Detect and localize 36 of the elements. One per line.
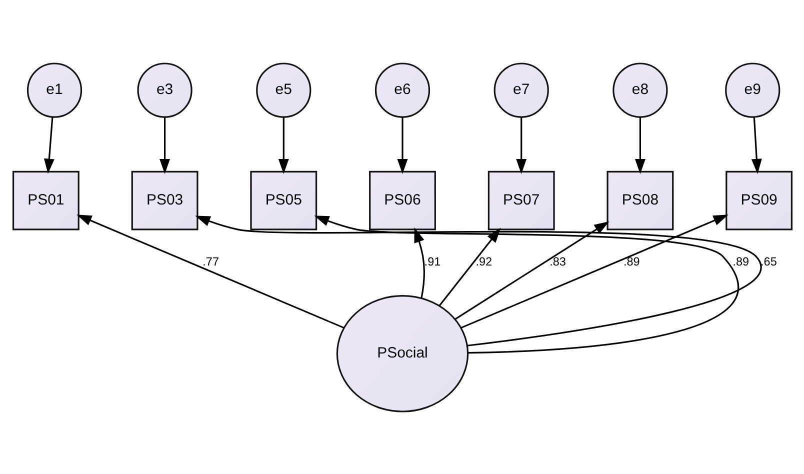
arrow	[278, 116, 288, 174]
node-box: PS07	[487, 170, 554, 230]
node-circle: e5	[256, 62, 311, 118]
node-box: PS03	[130, 170, 198, 230]
node-circle: e9	[724, 62, 780, 118]
arrow	[438, 227, 500, 306]
node-box: PS05	[250, 170, 317, 230]
arrow	[634, 116, 645, 174]
edge-label: .91	[424, 255, 440, 268]
arrow	[516, 116, 526, 174]
arrow	[43, 116, 54, 174]
edge-label: .65	[760, 255, 776, 268]
node-circle: e7	[493, 62, 548, 118]
node-box: PS01	[12, 170, 79, 230]
node-ellipse: PSocial	[336, 294, 468, 412]
node-box: PS06	[368, 170, 436, 230]
arrow	[414, 226, 424, 298]
node-box: PS09	[725, 170, 792, 230]
edge-label: .89	[622, 255, 640, 268]
arrow	[750, 116, 762, 174]
arrow	[460, 214, 728, 328]
node-circle: e1	[26, 62, 82, 118]
node-circle: e6	[374, 62, 430, 118]
edge-label: .89	[732, 255, 749, 268]
arrow	[76, 214, 344, 328]
edge-label: .77	[202, 255, 219, 268]
arrow	[396, 116, 408, 174]
arrow	[454, 220, 609, 320]
edge-label: .83	[549, 255, 566, 268]
node-box: PS08	[606, 170, 674, 230]
arrow	[314, 215, 738, 354]
edge-label: .92	[475, 255, 492, 268]
node-circle: e3	[136, 62, 192, 118]
arrow	[159, 116, 170, 174]
arrow	[194, 215, 760, 346]
node-circle: e8	[612, 62, 668, 118]
